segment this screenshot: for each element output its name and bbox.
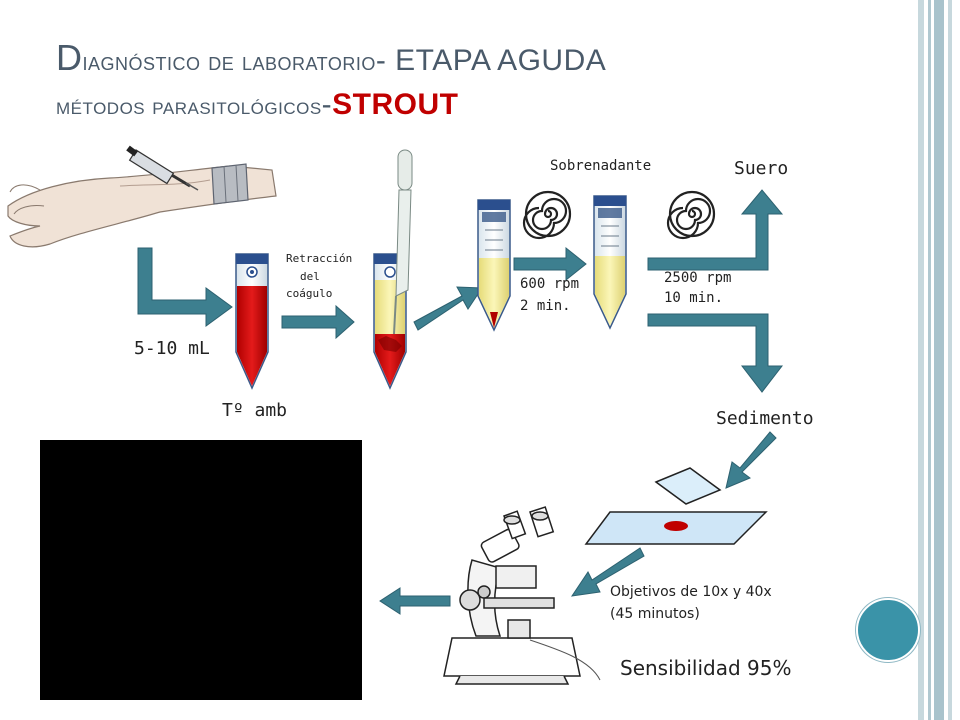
- retraction-label-1: Retracción: [286, 252, 353, 265]
- spin1-time-label: 2 min.: [520, 298, 571, 314]
- syringe-icon: [126, 145, 199, 191]
- spin2-speed-label: 2500 rpm: [664, 270, 732, 286]
- serum-label: Suero: [734, 158, 789, 179]
- objectives-label-2: (45 minutos): [610, 606, 700, 622]
- centrifuge-spiral-icon-2: [666, 190, 716, 240]
- sediment-label: Sedimento: [716, 408, 814, 429]
- supernatant-label: Sobrenadante: [550, 158, 652, 174]
- arrow-to-microscope: [570, 547, 645, 597]
- title-method-name: STROUT: [332, 88, 459, 121]
- temperature-label: Tº amb: [222, 400, 288, 421]
- spin1-speed-label: 600 rpm: [520, 276, 580, 292]
- arrow-to-sediment: [647, 313, 784, 393]
- title-phase: ETAPA AGUDA: [395, 44, 607, 77]
- microscope-slide: [584, 511, 768, 545]
- tube-serum-1: [477, 199, 511, 332]
- title-line-2: métodos parasitológicos-STROUT: [56, 83, 606, 129]
- title-methods: métodos parasitológicos: [56, 93, 322, 120]
- title-separator: -: [375, 44, 396, 77]
- centrifuge-spiral-icon-1: [522, 190, 572, 240]
- title-line-1: Diagnóstico de laboratorio- ETAPA AGUDA: [56, 36, 606, 83]
- arrow-to-tube-1: [137, 247, 233, 327]
- decorative-circle: [856, 598, 920, 662]
- volume-label: 5-10 mL: [134, 338, 210, 359]
- pipette-icon: [393, 149, 413, 335]
- title-diagnosis: iagnóstico de laboratorio: [82, 46, 376, 76]
- objectives-label-1: Objetivos de 10x y 40x: [610, 584, 772, 600]
- arrow-to-tube-3: [413, 286, 483, 331]
- slide-title: Diagnóstico de laboratorio- ETAPA AGUDA …: [56, 36, 606, 129]
- retraction-label-3: coágulo: [286, 287, 333, 300]
- title-separator-2: -: [321, 88, 333, 121]
- sensitivity-label: Sensibilidad 95%: [620, 656, 792, 680]
- arrow-to-tube-4: [513, 246, 587, 282]
- tube-serum-2: [593, 195, 627, 330]
- microscopy-video-placeholder: [40, 440, 362, 700]
- arrow-to-tube-2: [281, 304, 355, 340]
- right-decorative-bars: [918, 0, 960, 720]
- arrow-to-screen: [379, 587, 451, 615]
- arrow-to-slide: [725, 431, 777, 489]
- arrow-to-serum: [647, 189, 784, 271]
- microscope-icon: [443, 506, 601, 685]
- spin2-time-label: 10 min.: [664, 290, 724, 306]
- tube-whole-blood: [235, 253, 269, 390]
- title-initial: D: [56, 37, 83, 78]
- retraction-label-2: del: [300, 270, 320, 283]
- cover-slip: [654, 467, 722, 505]
- arm-illustration: [7, 163, 277, 248]
